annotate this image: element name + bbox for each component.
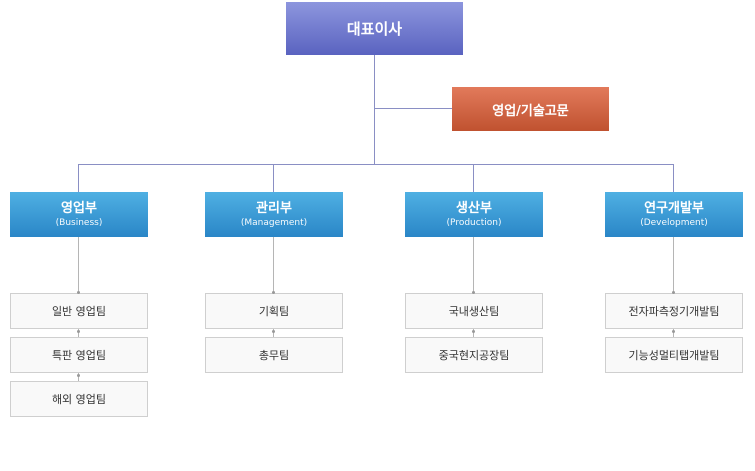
department-name: 생산부 [456,200,492,216]
team-box: 중국현지공장팀 [405,337,543,373]
department-development: 연구개발부 (Development) [605,192,743,237]
team-box: 국내생산팀 [405,293,543,329]
team-line-management [273,237,274,337]
department-production: 생산부 (Production) [405,192,543,237]
drop-line-development [673,164,674,192]
team-line-development [673,237,674,337]
team-box: 일반 영업팀 [10,293,148,329]
department-management: 관리부 (Management) [205,192,343,237]
connector-dot [672,291,675,294]
department-name: 연구개발부 [644,200,704,216]
advisor-connector-line [375,108,452,109]
connector-dot [672,330,675,333]
team-box: 총무팀 [205,337,343,373]
advisor-box: 영업/기술고문 [452,87,609,131]
connector-dot [472,291,475,294]
department-name: 영업부 [61,200,97,216]
connector-dot [77,330,80,333]
connector-dot [77,374,80,377]
ceo-connector-line [374,55,375,164]
department-business: 영업부 (Business) [10,192,148,237]
team-label: 중국현지공장팀 [438,349,510,362]
team-box: 기획팀 [205,293,343,329]
connector-dot [77,291,80,294]
ceo-label: 대표이사 [346,20,403,38]
team-box: 특판 영업팀 [10,337,148,373]
team-box: 기능성멀티탭개발팀 [605,337,743,373]
team-line-production [473,237,474,337]
department-name: 관리부 [256,200,292,216]
drop-line-management [273,164,274,192]
drop-line-business [78,164,79,192]
department-subtitle: (Management) [240,217,308,228]
department-subtitle: (Business) [55,217,103,228]
team-label: 국내생산팀 [448,305,500,318]
team-label: 총무팀 [258,349,290,362]
team-label: 일반 영업팀 [51,305,107,318]
connector-dot [272,330,275,333]
department-bus-line [78,164,674,165]
team-box: 전자파측정기개발팀 [605,293,743,329]
connector-dot [472,330,475,333]
connector-dot [272,291,275,294]
drop-line-production [473,164,474,192]
department-subtitle: (Production) [446,217,502,228]
team-label: 기획팀 [258,305,290,318]
team-box: 해외 영업팀 [10,381,148,417]
ceo-box: 대표이사 [286,2,463,55]
team-label: 기능성멀티탭개발팀 [628,349,720,362]
department-subtitle: (Development) [640,217,708,228]
advisor-label: 영업/기술고문 [492,103,569,119]
team-label: 특판 영업팀 [51,349,107,362]
team-label: 전자파측정기개발팀 [628,305,720,318]
team-label: 해외 영업팀 [51,393,107,406]
